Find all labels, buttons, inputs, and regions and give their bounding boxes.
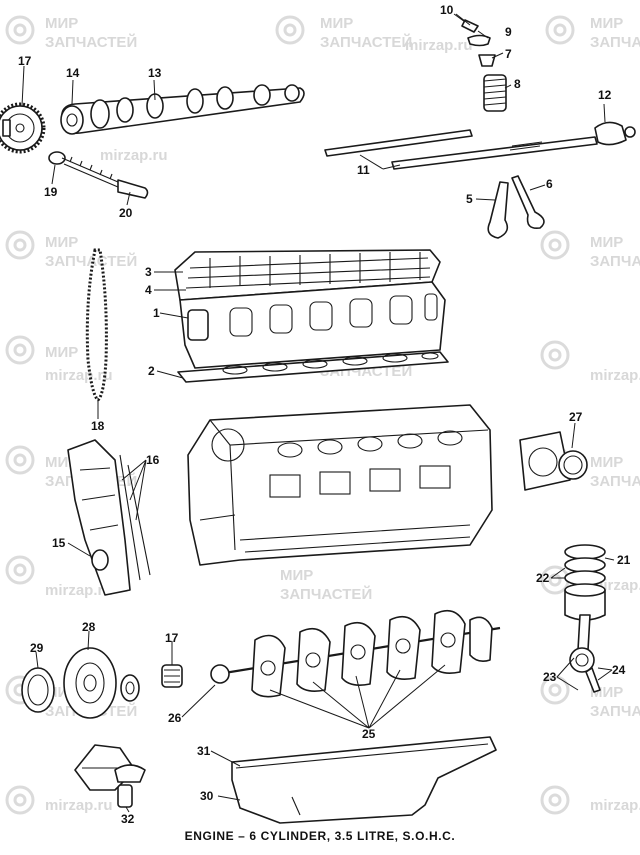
watermark-site: mirzap.ru (45, 582, 113, 599)
callout-3: 3 (145, 265, 152, 279)
watermark-text: ЗАПЧАСТЕЙ (45, 252, 137, 270)
callout-4: 4 (145, 283, 152, 297)
callout-1: 1 (153, 306, 160, 320)
watermark-site: mirzap.ru (100, 147, 168, 164)
callout-25: 25 (362, 727, 376, 741)
connecting-rod (569, 614, 601, 693)
intake-valve-6 (511, 175, 545, 230)
watermark-text: МИР (590, 234, 623, 251)
watermark-site: mirzap.ru (590, 367, 640, 384)
oil-pan (231, 736, 497, 824)
exhaust-valve-5 (487, 181, 509, 239)
crank-washer (120, 674, 140, 702)
cylinder-block (187, 404, 493, 566)
callout-8: 8 (514, 77, 521, 91)
watermark-logo (5, 230, 570, 815)
camshaft-sprocket (0, 102, 46, 154)
callout-20: 20 (119, 206, 133, 220)
watermark-text: ЗАПЧАСТЕЙ (280, 585, 372, 603)
callout-labels: 17 14 13 19 20 10 9 7 8 12 11 5 6 3 4 1 … (18, 3, 631, 826)
callout-9: 9 (505, 25, 512, 39)
front-seal-29 (21, 667, 55, 713)
camshaft (60, 84, 305, 135)
cylinder-head (174, 249, 449, 383)
watermark-text: ЗАПЧАСТЕЙ (590, 702, 640, 720)
watermark-site: mirzap.ru (45, 797, 113, 814)
watermark-text: ЗАПЧАСТЕЙ (590, 252, 640, 270)
watermark-text: МИР (320, 15, 353, 32)
valve-collet-9 (467, 34, 491, 47)
callout-6: 6 (546, 177, 553, 191)
callout-23: 23 (543, 670, 557, 684)
watermark-site: mirzap.ru (590, 797, 640, 814)
watermark-logo-top-right (545, 15, 575, 45)
oil-pump (74, 744, 146, 808)
callout-16: 16 (146, 453, 160, 467)
watermark-text: ЗАПЧАСТЕЙ (590, 472, 640, 490)
watermark-text: ЗАПЧАСТЕЙ (590, 33, 640, 51)
callout-32: 32 (121, 812, 135, 826)
watermark-text: ЗАПЧАСТЕЙ (45, 33, 137, 51)
timing-chain (85, 248, 108, 402)
watermark-site: mirzap.ru (405, 37, 473, 54)
watermark-text: МИР (45, 234, 78, 251)
watermark-text: МИР (590, 15, 623, 32)
callout-26: 26 (168, 711, 182, 725)
rear-main-seal (519, 431, 588, 491)
piston-rings (564, 544, 606, 586)
valve-cap-10 (461, 19, 479, 33)
callout-17: 17 (18, 54, 32, 68)
crank-pulley-28 (63, 647, 117, 719)
callout-12: 12 (598, 88, 612, 102)
callout-27: 27 (569, 410, 583, 424)
callout-14: 14 (66, 66, 80, 80)
callout-7: 7 (505, 47, 512, 61)
valve-spring-8 (483, 74, 507, 112)
callout-2: 2 (148, 364, 155, 378)
watermark-site: mirzap.ru (45, 367, 113, 384)
callout-10: 10 (440, 3, 454, 17)
callout-15: 15 (52, 536, 66, 550)
callout-13: 13 (148, 66, 162, 80)
chain-tensioner (48, 151, 149, 199)
callout-30: 30 (200, 789, 214, 803)
watermark-text: МИР (280, 567, 313, 584)
watermark-text: ЗАПЧАСТЕЙ (320, 33, 412, 51)
watermark-text: МИР (590, 454, 623, 471)
callout-29: 29 (30, 641, 44, 655)
timing-cover (67, 439, 151, 596)
callout-24: 24 (612, 663, 626, 677)
watermark-logo-top-center (275, 15, 305, 45)
callout-leaders (21, 13, 615, 813)
watermark-text: МИР (45, 344, 78, 361)
callout-18: 18 (91, 419, 105, 433)
watermark-logo-top-left (5, 15, 35, 45)
callout-21: 21 (617, 553, 631, 567)
callout-17b: 17 (165, 631, 179, 645)
callout-5: 5 (466, 192, 473, 206)
callout-19: 19 (44, 185, 58, 199)
callout-28: 28 (82, 620, 96, 634)
crank-sprocket-17 (161, 664, 183, 688)
rocker-arm-12 (594, 121, 636, 146)
callout-11: 11 (357, 163, 370, 177)
rocker-shafts-11 (324, 129, 598, 170)
watermark-text: МИР (45, 15, 78, 32)
callout-22: 22 (536, 571, 550, 585)
valve-retainer-7 (478, 54, 496, 67)
callout-31: 31 (197, 744, 211, 758)
crankshaft (210, 609, 501, 698)
piston (564, 583, 606, 621)
diagram-caption: ENGINE – 6 CYLINDER, 3.5 LITRE, S.O.H.C. (184, 829, 456, 843)
